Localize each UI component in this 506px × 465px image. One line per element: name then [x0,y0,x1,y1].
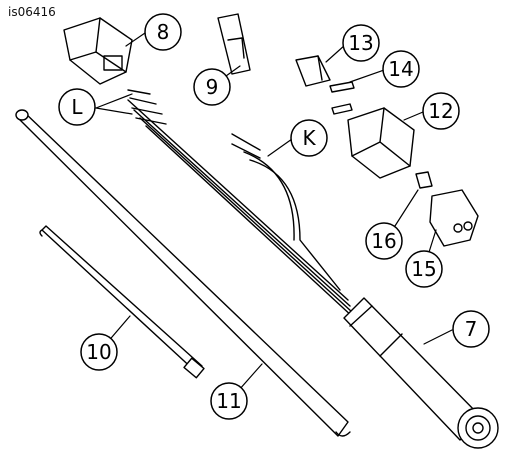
figure-id: is06416 [8,5,56,19]
terminals-K [231,133,261,159]
tube-part [15,109,351,437]
connector-15-part [429,189,479,247]
callout-14: 14 [388,57,413,81]
terminals-L [127,89,167,125]
connector-8-part [63,17,133,85]
callout-13: 13 [348,31,373,55]
callout-15: 15 [411,257,436,281]
callout-K: K [302,126,316,150]
main-connector-part [343,297,499,449]
pin-14-part [329,81,355,115]
lock-13-part [295,55,331,87]
connector-12-part [347,107,415,179]
clip-16-part [415,171,433,189]
callout-9: 9 [206,75,219,99]
harness-bundle [127,99,355,319]
callout-12: 12 [428,99,453,123]
lock-9-part [217,13,251,75]
callout-16: 16 [371,229,396,253]
callout-L: L [71,95,83,119]
callout-10: 10 [86,340,111,364]
callout-7: 7 [465,317,478,341]
cable-tie-part [39,225,205,379]
callout-8: 8 [157,20,170,44]
callout-11: 11 [216,389,241,413]
leader-lines [95,32,453,400]
